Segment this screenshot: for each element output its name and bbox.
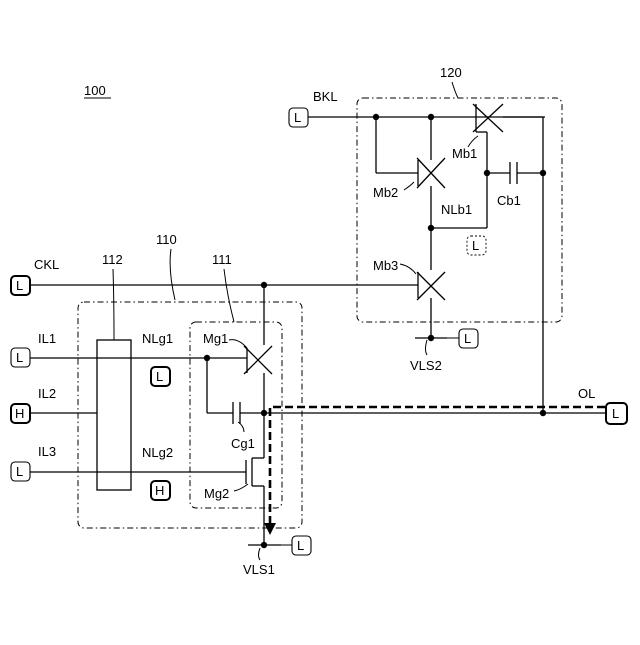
label-Cg1: Cg1 bbox=[231, 436, 255, 451]
level-vls2: L bbox=[459, 329, 478, 348]
svg-text:L: L bbox=[156, 369, 163, 384]
label-BKL: BKL bbox=[313, 89, 338, 104]
current-flow-path bbox=[270, 407, 605, 525]
label-Cb1: Cb1 bbox=[497, 193, 521, 208]
transistor-Mb3 bbox=[417, 272, 445, 300]
label-IL3: IL3 bbox=[38, 444, 56, 459]
transistor-Mb2 bbox=[376, 158, 445, 188]
leader-Mb3 bbox=[400, 264, 416, 274]
label-VLS1: VLS1 bbox=[243, 562, 275, 577]
leader-112 bbox=[113, 269, 114, 340]
current-flow-arrowhead bbox=[264, 523, 276, 535]
label-Mg2: Mg2 bbox=[204, 486, 229, 501]
figure-ref: 100 bbox=[84, 83, 106, 98]
label-NLb1: NLb1 bbox=[441, 202, 472, 217]
label-120: 120 bbox=[440, 65, 462, 80]
block-112-box bbox=[97, 340, 131, 490]
level-ckl: L bbox=[11, 276, 30, 295]
svg-text:L: L bbox=[472, 238, 479, 253]
level-nlb1: L bbox=[467, 236, 486, 255]
label-OL: OL bbox=[578, 386, 595, 401]
label-IL2: IL2 bbox=[38, 386, 56, 401]
label-VLS2: VLS2 bbox=[410, 358, 442, 373]
vls1-dot bbox=[261, 542, 267, 548]
ol-dot bbox=[540, 410, 546, 416]
svg-text:L: L bbox=[612, 406, 619, 421]
transistor-Mb1 bbox=[473, 104, 503, 132]
leader-Cg1 bbox=[238, 422, 244, 432]
vls2-dot bbox=[428, 335, 434, 341]
level-il2: H bbox=[11, 404, 30, 423]
label-Mb3: Mb3 bbox=[373, 258, 398, 273]
level-il3: L bbox=[11, 462, 30, 481]
label-CKL: CKL bbox=[34, 257, 59, 272]
svg-text:L: L bbox=[464, 331, 471, 346]
leader-vls2 bbox=[426, 340, 428, 355]
label-111: 111 bbox=[212, 252, 232, 267]
transistor-Mg2 bbox=[246, 455, 264, 486]
leader-Mg2 bbox=[234, 484, 248, 491]
label-112: 112 bbox=[102, 252, 123, 267]
label-NLg1: NLg1 bbox=[142, 331, 173, 346]
svg-text:H: H bbox=[155, 483, 164, 498]
label-Mb1: Mb1 bbox=[452, 146, 477, 161]
leader-111 bbox=[224, 269, 234, 322]
svg-text:H: H bbox=[15, 406, 24, 421]
label-Mb2: Mb2 bbox=[373, 185, 398, 200]
leader-Mb2 bbox=[404, 182, 414, 190]
label-Mg1: Mg1 bbox=[203, 331, 228, 346]
svg-text:L: L bbox=[16, 464, 23, 479]
level-nlg2: H bbox=[151, 481, 170, 500]
leader-120 bbox=[452, 82, 458, 98]
level-bkl: L bbox=[289, 108, 308, 127]
svg-text:L: L bbox=[297, 538, 304, 553]
label-IL1: IL1 bbox=[38, 331, 56, 346]
transistor-Mg1 bbox=[244, 346, 272, 374]
leader-vls1 bbox=[259, 548, 261, 560]
label-110: 110 bbox=[156, 232, 177, 247]
leader-110 bbox=[170, 249, 175, 300]
level-il1: L bbox=[11, 348, 30, 367]
label-NLg2: NLg2 bbox=[142, 445, 173, 460]
svg-text:L: L bbox=[16, 350, 23, 365]
level-vls1: L bbox=[292, 536, 311, 555]
level-ol: L bbox=[606, 403, 627, 424]
svg-text:L: L bbox=[294, 110, 301, 125]
level-nlg1: L bbox=[151, 367, 170, 386]
svg-text:L: L bbox=[16, 278, 23, 293]
